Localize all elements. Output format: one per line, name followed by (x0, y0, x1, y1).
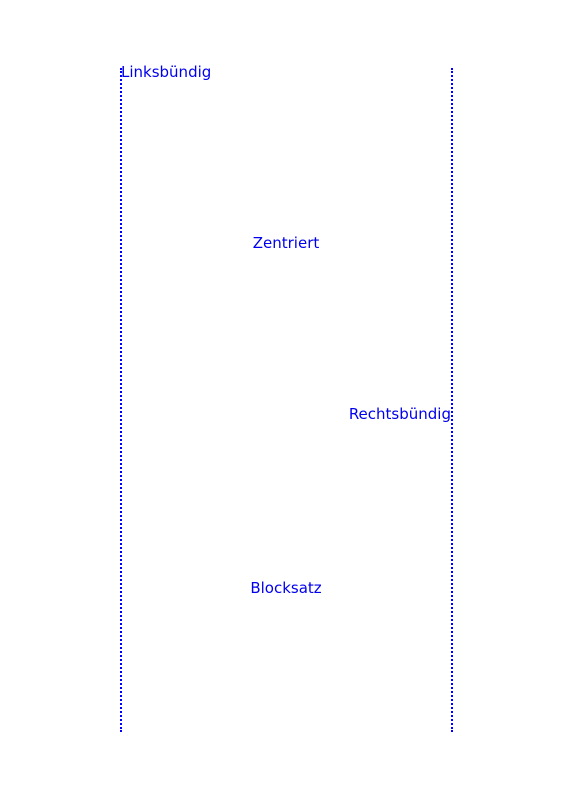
paragraph-right-aligned: Rechtsbündig (348, 405, 451, 423)
right-margin-guide (451, 68, 453, 732)
paragraph-justified: Blocksatz (250, 579, 322, 597)
paragraph-left-aligned: Linksbündig (121, 63, 212, 81)
paragraph-centered: Zentriert (252, 234, 320, 252)
left-margin-guide (120, 68, 122, 732)
